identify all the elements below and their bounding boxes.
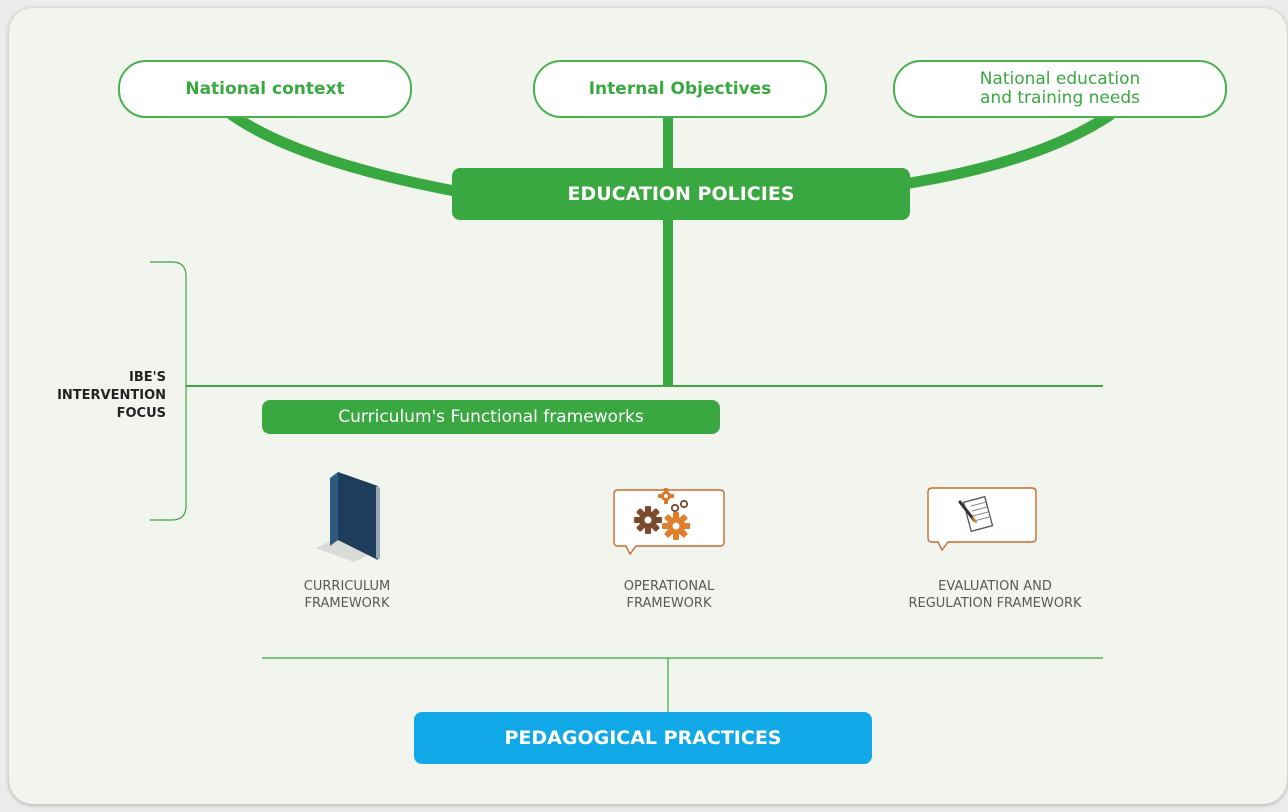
evaluation-caption-line2: REGULATION FRAMEWORK [908,596,1082,611]
branch-national-context [226,109,466,198]
focus-line1: IBE'S [129,370,166,385]
evaluation-framework-caption: EVALUATION AND REGULATION FRAMEWORK [880,578,1110,612]
national-needs-line1: National education [979,69,1141,89]
evaluation-caption-line1: EVALUATION AND [938,579,1052,594]
pedagogical-practices-label: PEDAGOGICAL PRACTICES [504,727,782,749]
pedagogical-practices-box: PEDAGOGICAL PRACTICES [414,712,872,764]
national-needs-line2: and training needs [980,88,1140,108]
focus-line3: FOCUS [116,406,166,421]
curriculum-caption-line1: CURRICULUM [303,579,391,594]
document-pen-icon [926,486,1038,552]
focus-line2: INTERVENTION [57,388,166,403]
curriculum-caption-line2: FRAMEWORK [304,596,390,611]
functional-frameworks-label: Curriculum's Functional frameworks [338,407,644,427]
operational-framework-caption: OPERATIONAL FRAMEWORK [584,578,754,612]
curriculum-framework-caption: CURRICULUM FRAMEWORK [262,578,432,612]
education-policies-label: EDUCATION POLICIES [567,183,795,205]
operational-caption-line1: OPERATIONAL [623,579,715,594]
gears-icon [612,484,726,556]
branch-national-needs [898,109,1116,190]
internal-objectives-node: Internal Objectives [533,60,827,118]
operational-caption-line2: FRAMEWORK [626,596,712,611]
book-icon [308,464,388,564]
internal-objectives-label: Internal Objectives [588,78,772,99]
national-context-label: National context [185,78,345,99]
functional-frameworks-bar: Curriculum's Functional frameworks [262,400,720,434]
education-policies-box: EDUCATION POLICIES [452,168,910,220]
national-needs-node: National education and training needs [893,60,1227,118]
focus-bracket [150,261,187,521]
ibe-focus-label: IBE'S INTERVENTION FOCUS [20,369,166,423]
national-context-node: National context [118,60,412,118]
